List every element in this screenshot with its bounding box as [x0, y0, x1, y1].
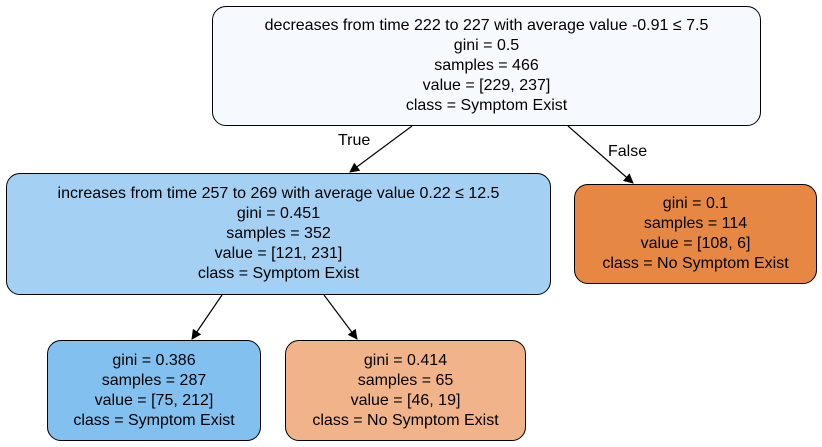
- tree-node-left-left-leaf: gini = 0.386 samples = 287 value = [75, …: [47, 340, 261, 441]
- node-class: class = Symptom Exist: [197, 265, 360, 282]
- node-class: class = No Symptom Exist: [312, 411, 499, 429]
- node-class: class = No Symptom Exist: [602, 255, 789, 272]
- edge-left-to-left-left: [191, 294, 223, 340]
- node-samples: samples = 114: [643, 215, 748, 232]
- node-samples: samples = 65: [357, 371, 454, 389]
- node-class: class = Symptom Exist: [405, 97, 568, 114]
- edge-root-to-left: [349, 125, 413, 173]
- tree-node-root: decreases from time 222 to 227 with aver…: [212, 6, 761, 126]
- node-value: value = [229, 237]: [422, 77, 551, 94]
- node-value: value = [46, 19]: [350, 391, 461, 409]
- node-gini: gini = 0.451: [236, 205, 321, 222]
- node-gini: gini = 0.414: [363, 351, 448, 369]
- edge-root-to-right: [567, 125, 634, 184]
- node-gini: gini = 0.386: [112, 351, 196, 369]
- edge-left-to-left-right: [323, 294, 358, 340]
- node-samples: samples = 466: [434, 57, 539, 74]
- tree-node-left-right-leaf: gini = 0.414 samples = 65 value = [46, 1…: [285, 340, 526, 441]
- node-class: class = Symptom Exist: [73, 411, 235, 429]
- node-gini: gini = 0.5: [453, 37, 520, 54]
- node-condition: decreases from time 222 to 227 with aver…: [264, 17, 709, 34]
- edge-label-false: False: [608, 143, 648, 160]
- node-value: value = [108, 6]: [640, 235, 751, 252]
- tree-node-left: increases from time 257 to 269 with aver…: [6, 173, 551, 295]
- node-condition: increases from time 257 to 269 with aver…: [57, 185, 500, 202]
- node-samples: samples = 352: [226, 225, 331, 242]
- node-samples: samples = 287: [101, 371, 207, 389]
- node-gini: gini = 0.1: [662, 195, 729, 212]
- node-value: value = [75, 212]: [94, 391, 214, 409]
- tree-node-right-leaf: gini = 0.1 samples = 114 value = [108, 6…: [574, 184, 817, 284]
- edge-label-true: True: [338, 132, 371, 149]
- node-value: value = [121, 231]: [214, 245, 343, 262]
